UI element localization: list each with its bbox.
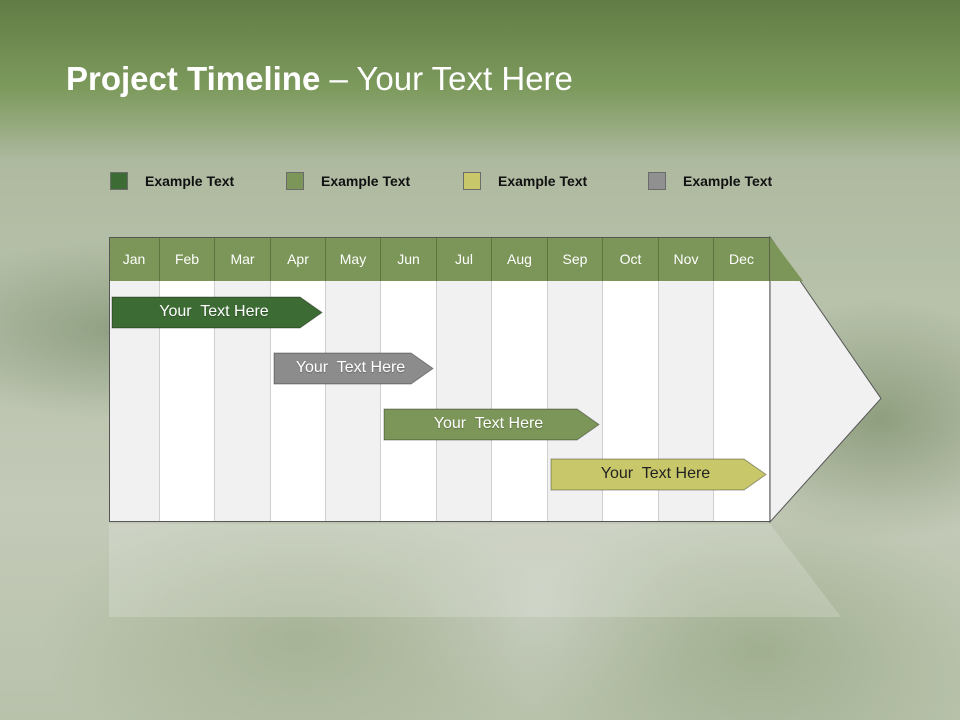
legend-swatch-2: [286, 172, 304, 190]
legend-label-3: Example Text: [498, 173, 588, 189]
month-header-nov: Nov: [659, 237, 714, 281]
legend-label-1: Example Text: [145, 173, 235, 189]
title-rest: – Your Text Here: [320, 60, 573, 97]
month-column-aug: [492, 281, 548, 522]
month-header-may: May: [326, 237, 381, 281]
month-column-nov: [659, 281, 714, 522]
month-header-jul: Jul: [437, 237, 492, 281]
legend-swatch-3: [463, 172, 481, 190]
task-label-1: Your Text Here: [159, 303, 269, 320]
legend-swatch-4: [648, 172, 666, 190]
arrow-header-tip: [770, 237, 803, 281]
title-bold: Project Timeline: [66, 60, 321, 97]
task-label-4: Your Text Here: [600, 465, 711, 482]
month-header-mar: Mar: [215, 237, 271, 281]
month-column-dec: [714, 281, 770, 522]
month-header-jun: Jun: [381, 237, 437, 281]
arrow-tip: [769, 235, 882, 524]
month-header-oct: Oct: [603, 237, 659, 281]
legend-item-3: Example Text: [463, 170, 587, 192]
month-header-aug: Aug: [492, 237, 548, 281]
header-band: [0, 0, 960, 160]
month-header-jan: Jan: [109, 237, 160, 281]
task-label-2: Your Text Here: [295, 359, 406, 376]
month-header-sep: Sep: [548, 237, 603, 281]
slide-title: Project Timeline – Your Text Here: [66, 60, 573, 98]
month-header-dec: Dec: [714, 237, 770, 281]
month-header-feb: Feb: [160, 237, 215, 281]
legend-item-1: Example Text: [110, 170, 234, 192]
legend-label-2: Example Text: [321, 173, 411, 189]
month-column-jul: [437, 281, 492, 522]
legend-item-2: Example Text: [286, 170, 410, 192]
legend-label-4: Example Text: [683, 173, 773, 189]
legend-swatch-1: [110, 172, 128, 190]
month-column-may: [326, 281, 381, 522]
timeline-reflection: [109, 524, 841, 617]
month-column-sep: [548, 281, 603, 522]
task-label-3: Your Text Here: [433, 415, 544, 432]
month-column-oct: [603, 281, 659, 522]
month-column-jun: [381, 281, 437, 522]
month-header-apr: Apr: [271, 237, 326, 281]
legend-item-4: Example Text: [648, 170, 772, 192]
